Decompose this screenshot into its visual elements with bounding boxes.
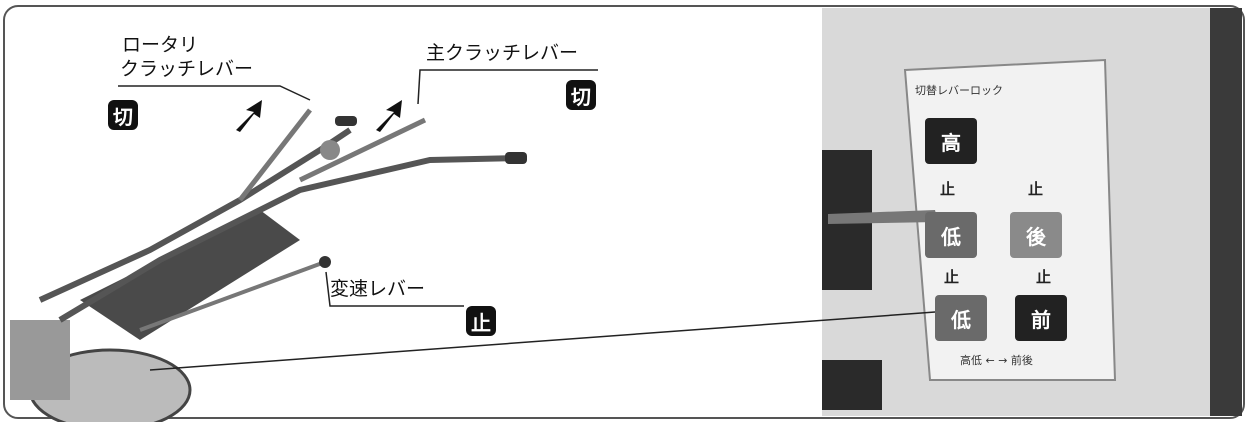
handle-grip-left xyxy=(335,116,357,126)
rotary-leader xyxy=(118,85,311,101)
main-clutch-lever xyxy=(298,117,427,183)
main-clutch-label: 主クラッチレバー xyxy=(426,42,579,64)
rotary-off-badge: 切 xyxy=(108,100,138,130)
shift-leader xyxy=(325,271,464,307)
tiller-rear-guard xyxy=(10,320,70,400)
tiller-engine-body xyxy=(80,210,300,340)
panel-key-low-1: 低 xyxy=(925,212,977,258)
connector-line xyxy=(149,311,936,371)
rotary-up-arrow xyxy=(236,100,262,132)
shift-lever-label: 変速レバー xyxy=(330,278,426,300)
tiller-machine xyxy=(10,108,527,422)
panel-header: 切替レバーロック xyxy=(915,84,1003,97)
main-up-arrow xyxy=(376,100,402,132)
panel-note-stop-4: 止 xyxy=(1036,268,1052,286)
shift-lever-rod xyxy=(139,260,326,332)
handle-grip xyxy=(505,152,527,164)
panel-note-stop-1: 止 xyxy=(940,180,956,198)
rotary-clutch-label-line2: クラッチレバー xyxy=(120,58,254,80)
panel-key-forward: 前 xyxy=(1015,295,1067,341)
shift-stop-badge: 止 xyxy=(466,306,496,336)
main-off-badge: 切 xyxy=(566,80,596,110)
main-leader xyxy=(417,69,598,105)
panel-note-stop-3: 止 xyxy=(944,268,960,286)
panel-note-stop-2: 止 xyxy=(1028,180,1044,198)
panel-photo-edge xyxy=(1210,8,1242,416)
panel-key-low-2: 低 xyxy=(935,295,987,341)
shift-lever-knob xyxy=(319,256,331,268)
tiller-handle-right xyxy=(58,155,521,323)
panel-photo-corner xyxy=(822,360,882,410)
panel-footer: 高低 ← → 前後 xyxy=(960,354,1033,367)
handle-joint xyxy=(320,140,340,160)
rotary-clutch-lever xyxy=(238,108,312,202)
panel-key-reverse: 後 xyxy=(1010,212,1062,258)
panel-lever-rod xyxy=(828,210,938,224)
rotary-clutch-label-line1: ロータリ xyxy=(122,34,199,56)
panel-key-high: 高 xyxy=(925,118,977,164)
